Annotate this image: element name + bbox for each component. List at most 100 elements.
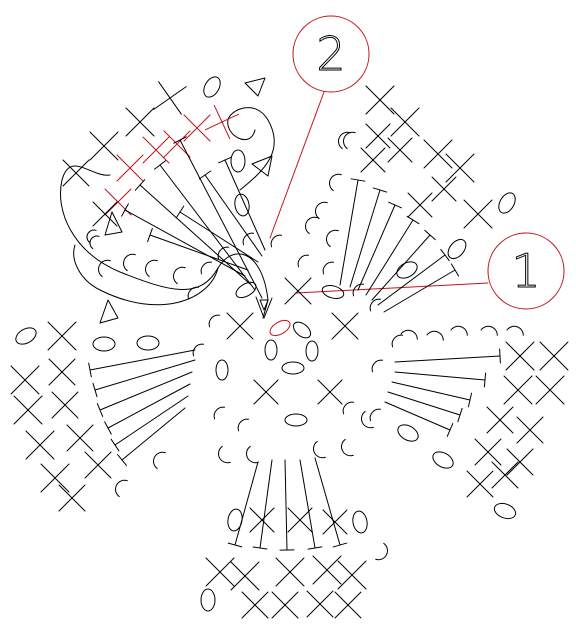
slip-stitch-arc: [401, 330, 417, 339]
slip-stitch-arc: [343, 402, 353, 414]
callout-2-leader: [270, 92, 324, 238]
slip-stitch-arc: [316, 202, 328, 218]
double-crochet-stem: [108, 384, 190, 428]
single-crochet-x: [154, 82, 186, 114]
chain-oval: [492, 501, 517, 522]
slip-stitch-arc: [209, 315, 219, 327]
slip-stitch-arc: [370, 299, 380, 311]
double-crochet-bar: [154, 161, 165, 169]
single-crochet-x: [206, 558, 234, 586]
center-ring: [265, 317, 318, 374]
single-crochet-x: [464, 200, 492, 228]
single-crochet-x: [48, 322, 76, 350]
single-crochet-x: [467, 471, 493, 497]
slip-stitch-arc: [219, 446, 231, 462]
single-crochet-x: [366, 86, 394, 114]
chain-oval: [93, 337, 115, 351]
double-crochet-bar: [219, 157, 232, 163]
slip-stitch-arc: [323, 262, 333, 274]
double-crochet-stem: [235, 462, 258, 545]
start-triangle-icon: [100, 300, 118, 323]
slip-stitch-arc: [327, 230, 339, 246]
callout-2-label: 2: [316, 27, 345, 81]
stitches-layer: [11, 74, 568, 618]
single-crochet-x: [250, 508, 274, 532]
single-crochet-x: [388, 138, 412, 162]
slip-stitch-arc: [427, 331, 443, 340]
single-crochet-x: [143, 137, 169, 163]
chain-oval: [233, 193, 251, 217]
single-crochet-x: [432, 177, 456, 201]
single-crochet-x: [540, 342, 568, 370]
double-crochet-bar: [407, 216, 419, 223]
double-crochet-stem: [385, 402, 450, 430]
single-crochet-x: [338, 561, 366, 589]
double-crochet-stem: [100, 372, 192, 410]
double-crochet-stem: [300, 460, 315, 548]
slip-stitch-arc: [330, 174, 342, 190]
single-crochet-x: [90, 132, 118, 160]
double-crochet-bar: [484, 373, 485, 387]
chain-oval: [201, 589, 215, 611]
single-crochet-x: [52, 392, 78, 418]
single-crochet-x: [231, 562, 259, 590]
single-crochet-x: [318, 380, 342, 404]
callout-1-label: 1: [511, 244, 540, 298]
double-crochet-bar: [199, 171, 210, 179]
callout-1: 1: [296, 233, 564, 309]
double-crochet-stem: [115, 396, 188, 445]
ring-chain-oval: [306, 341, 318, 361]
chain-oval: [231, 150, 245, 172]
slip-stitch-arc: [90, 236, 99, 249]
chain-oval: [200, 74, 223, 100]
chain-oval: [430, 448, 456, 471]
double-crochet-stem: [384, 270, 455, 312]
slip-stitch-arc: [271, 235, 281, 247]
double-crochet-stem: [315, 458, 340, 545]
single-crochet-x: [332, 313, 358, 339]
double-crochet-stem: [378, 255, 445, 305]
double-crochet-bar: [451, 264, 458, 276]
start-triangle-icon: [105, 212, 122, 235]
single-crochet-x: [361, 148, 385, 172]
slip-stitch-arc: [376, 543, 388, 559]
single-crochet-x: [475, 439, 501, 465]
double-crochet-bar: [425, 230, 435, 239]
slip-stitch-arc: [372, 360, 382, 372]
ring-chain-oval: [282, 362, 304, 374]
single-crochet-x: [391, 108, 419, 136]
slip-stitch-arc: [201, 262, 211, 274]
slip-stitch-arc: [247, 446, 259, 462]
slip-stitch-arc: [116, 480, 128, 496]
double-crochet-stem: [150, 235, 248, 270]
double-crochet-bar: [135, 180, 144, 190]
slip-stitch-arc: [392, 335, 402, 347]
single-crochet-x: [272, 592, 298, 618]
top-loop: [228, 108, 275, 190]
single-crochet-x: [14, 396, 42, 424]
slip-stitch-arc: [214, 407, 224, 419]
ring-chain-oval: [265, 340, 277, 360]
single-crochet-x: [507, 449, 533, 475]
double-crochet-stem: [95, 360, 195, 390]
single-crochet-x: [26, 431, 54, 459]
slip-stitch-arc: [342, 439, 354, 455]
single-crochet-x: [63, 160, 89, 186]
single-crochet-x: [254, 380, 278, 404]
single-crochet-x: [492, 462, 518, 488]
single-crochet-x: [276, 558, 304, 586]
callout-1-leader: [296, 283, 488, 293]
single-crochet-x: [424, 140, 452, 168]
start-triangle-icon: [252, 156, 272, 176]
single-crochet-x: [335, 592, 361, 618]
single-crochet-x: [85, 452, 111, 478]
double-crochet-bar: [105, 422, 112, 434]
double-crochet-stem: [125, 210, 245, 276]
double-crochet-bar: [447, 424, 453, 437]
slip-stitch-arc: [451, 326, 467, 335]
slip-stitch-arc: [314, 441, 326, 457]
x-stroke: [205, 105, 238, 138]
double-crochet-stem: [160, 165, 255, 290]
single-crochet-x: [49, 359, 75, 385]
